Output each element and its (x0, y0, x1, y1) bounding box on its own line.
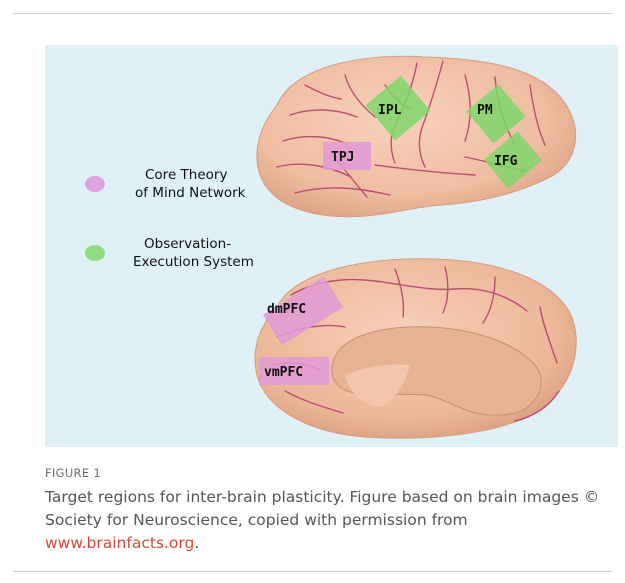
legend-label-core-theory-of-mind-line2: of Mind Network (135, 185, 246, 201)
region-label-pm: PM (477, 103, 493, 118)
lateral-brain (257, 56, 576, 216)
region-label-tpj: TPJ (331, 150, 354, 165)
brainfacts-link[interactable]: www.brainfacts.org (45, 534, 194, 552)
legend-label-observation-execution-line1: Observation- (144, 236, 231, 252)
caption-text: Target regions for inter-brain plasticit… (45, 488, 599, 529)
region-label-ifg: IFG (494, 154, 518, 169)
legend: Core Theory of Mind Network Observation-… (85, 167, 254, 270)
legend-swatch-observation-execution (85, 245, 105, 261)
figure-caption: Target regions for inter-brain plasticit… (45, 486, 605, 555)
figure-image: IPL PM TPJ IFG dmPFC vmPFC Core Theory o… (45, 45, 618, 447)
region-label-ipl: IPL (378, 103, 402, 118)
medial-brain (255, 259, 576, 438)
figure-label: FIGURE 1 (45, 466, 101, 480)
legend-label-core-theory-of-mind-line1: Core Theory (145, 167, 227, 183)
region-label-vmpfc: vmPFC (264, 365, 303, 380)
caption-text-end: . (194, 534, 199, 552)
region-label-dmpfc: dmPFC (267, 302, 306, 317)
legend-label-observation-execution-line2: Execution System (133, 254, 254, 270)
legend-swatch-core-theory-of-mind (85, 176, 105, 192)
